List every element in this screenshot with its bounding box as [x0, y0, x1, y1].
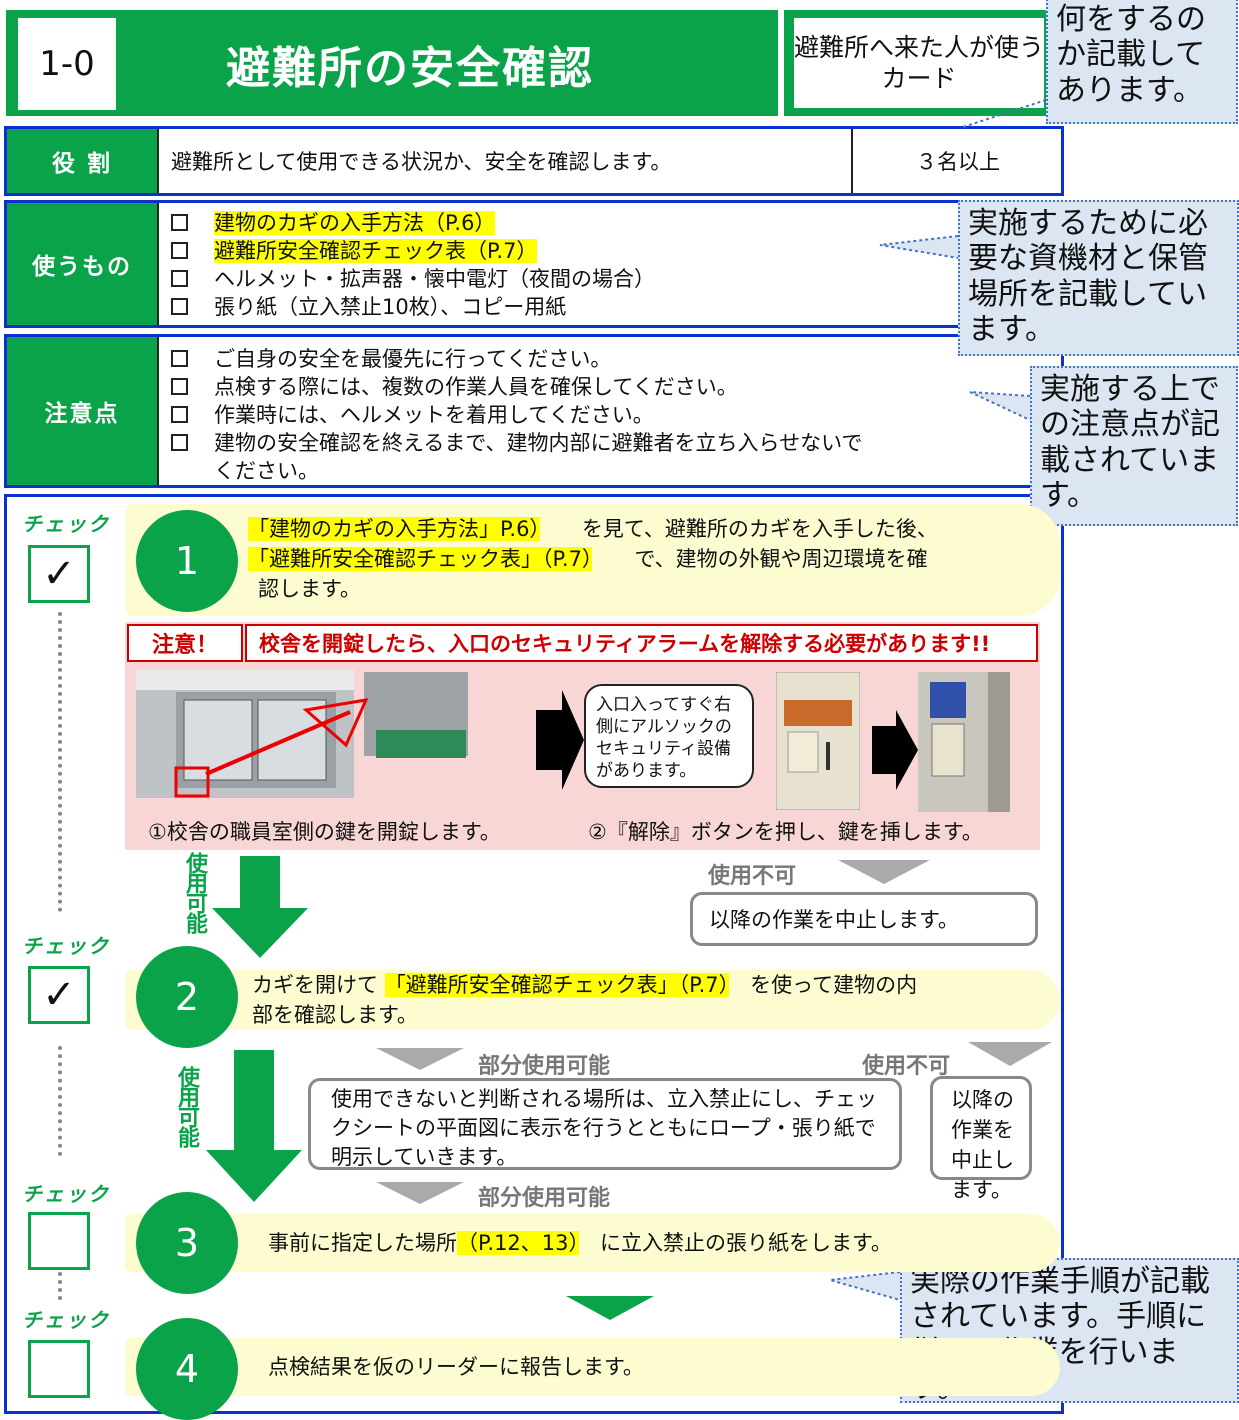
partial-use-box: 使用できないと判断される場所は、立入禁止にし、チェックシートの平面図に表示を行う… [308, 1078, 902, 1170]
step3-band [125, 1214, 1060, 1272]
arrow-right-icon [536, 690, 584, 790]
down-arrow-icon [212, 856, 308, 958]
gray-down-arrow-icon [968, 1042, 1052, 1066]
step4-checkbox[interactable] [28, 1340, 90, 1398]
step3-checkbox[interactable] [28, 1212, 90, 1270]
checkbox-icon [171, 406, 188, 423]
checkbox-icon [171, 434, 188, 451]
check-connector [58, 612, 62, 912]
materials-item: ヘルメット・拡声器・懐中電灯（夜間の場合） [171, 265, 1061, 293]
warning-label: 注意！ [127, 624, 243, 662]
checkbox-icon [171, 378, 188, 395]
materials-label: 使うもの [7, 203, 157, 325]
arrow-right-icon [872, 710, 918, 790]
gray-down-arrow-icon [376, 1048, 464, 1070]
checkbox-icon [171, 270, 188, 287]
green-down-arrow-icon [566, 1296, 654, 1320]
alarm-key-photo [918, 672, 1010, 812]
warning-text: 校舎を開錠したら、入口のセキュリティアラームを解除する必要があります!! [245, 624, 1038, 662]
checkbox-icon [171, 350, 188, 367]
warning-caption1: ①校舎の職員室側の鍵を開錠します。 [148, 820, 501, 844]
step1-text: 「建物のカギの入手方法」P.6） を見て、避難所のカギを入手した後、 「避難所安… [248, 517, 938, 601]
step1-number: 1 [136, 510, 238, 612]
alarm-panel-photo [776, 672, 860, 810]
role-label: 役 割 [7, 129, 157, 193]
step4-band [125, 1338, 1060, 1396]
materials-item: 避難所安全確認チェック表（P.7） [171, 237, 1061, 265]
materials-item: 建物のカギの入手方法（P.6） [171, 209, 1061, 237]
unusable-label-1: 使用不可 [708, 864, 797, 889]
check-label: チェック [22, 1182, 110, 1206]
warning-caption2: ②『解除』ボタンを押し、鍵を挿します。 [588, 820, 983, 844]
role-text: 避難所として使用できる状況か、安全を確認します。 [157, 129, 849, 193]
card-number: 1-0 [18, 18, 116, 110]
checkbox-icon [171, 242, 188, 259]
caution-item: 点検する際には、複数の作業人員を確保してください。 [171, 373, 1061, 401]
usable-label-1: 使用可能 [182, 852, 207, 932]
step1-checkbox[interactable]: ✓ [28, 545, 90, 603]
step2-number: 2 [136, 946, 238, 1048]
caution-item-cont: ください。 [214, 459, 319, 483]
school-entrance-photo [136, 670, 468, 798]
partial-label-1: 部分使用可能 [478, 1054, 611, 1079]
checkbox-icon [171, 214, 188, 231]
callout-cautions: 実施する上での注意点が記載されています。 [1030, 366, 1238, 526]
step2-checkbox[interactable]: ✓ [28, 966, 90, 1024]
security-speech-bubble: 入口入ってすぐ右側にアルソックのセキュリティ設備があります。 [584, 684, 754, 788]
stop-work-box: 以降の作業を中止します。 [690, 892, 1038, 946]
people-count: ３名以上 [851, 129, 1063, 193]
check-connector [58, 1272, 62, 1300]
stop-work-short-box: 以降の作業を中止します。 [930, 1076, 1032, 1202]
cautions-list: ご自身の安全を最優先に行ってください。 点検する際には、複数の作業人員を確保して… [157, 337, 1061, 485]
check-connector [58, 1046, 62, 1156]
check-label: チェック [22, 934, 110, 958]
materials-item: 張り紙（立入禁止10枚）、コピー用紙 [171, 293, 1061, 321]
card-label: 避難所へ来た人が使うカード [794, 18, 1044, 108]
callout-what: 何をするのか記載してあります。 [1046, 0, 1238, 124]
cautions-label: 注意点 [7, 337, 157, 485]
checkbox-icon [171, 298, 188, 315]
role-row: 役 割 避難所として使用できる状況か、安全を確認します。 ３名以上 [4, 126, 1064, 196]
gray-down-arrow-icon [376, 1182, 464, 1204]
caution-item: 建物の安全確認を終えるまで、建物内部に避難者を立ち入らせないで [171, 429, 1061, 457]
caution-item: 作業時には、ヘルメットを着用してください。 [171, 401, 1061, 429]
caution-item: ご自身の安全を最優先に行ってください。 [171, 345, 1061, 373]
step4-number: 4 [136, 1318, 238, 1420]
down-arrow-icon [206, 1050, 302, 1202]
header-bar [6, 10, 778, 116]
gray-down-arrow-icon [838, 860, 930, 884]
callout-materials: 実施するために必要な資機材と保管場所を記載しています。 [958, 200, 1239, 356]
step4-text: 点検結果を仮のリーダーに報告します。 [268, 1355, 644, 1379]
step3-number: 3 [136, 1192, 238, 1294]
step2-text: カギを開けて 「避難所安全確認チェック表」（P.7） を使って建物の内 部を確認… [252, 973, 918, 1027]
materials-list: 建物のカギの入手方法（P.6） 避難所安全確認チェック表（P.7） ヘルメット・… [157, 203, 1061, 325]
cautions-row: 注意点 ご自身の安全を最優先に行ってください。 点検する際には、複数の作業人員を… [4, 334, 1064, 488]
usable-label-2: 使用可能 [174, 1066, 199, 1146]
partial-label-2: 部分使用可能 [478, 1186, 611, 1211]
page-title: 避難所の安全確認 [226, 43, 594, 94]
unusable-label-2: 使用不可 [862, 1054, 951, 1079]
check-label: チェック [22, 1308, 110, 1332]
step3-text: 事前に指定した場所（P.12、13） に立入禁止の張り紙をします。 [268, 1231, 892, 1255]
materials-row: 使うもの 建物のカギの入手方法（P.6） 避難所安全確認チェック表（P.7） ヘ… [4, 200, 1064, 328]
check-label: チェック [22, 512, 110, 536]
